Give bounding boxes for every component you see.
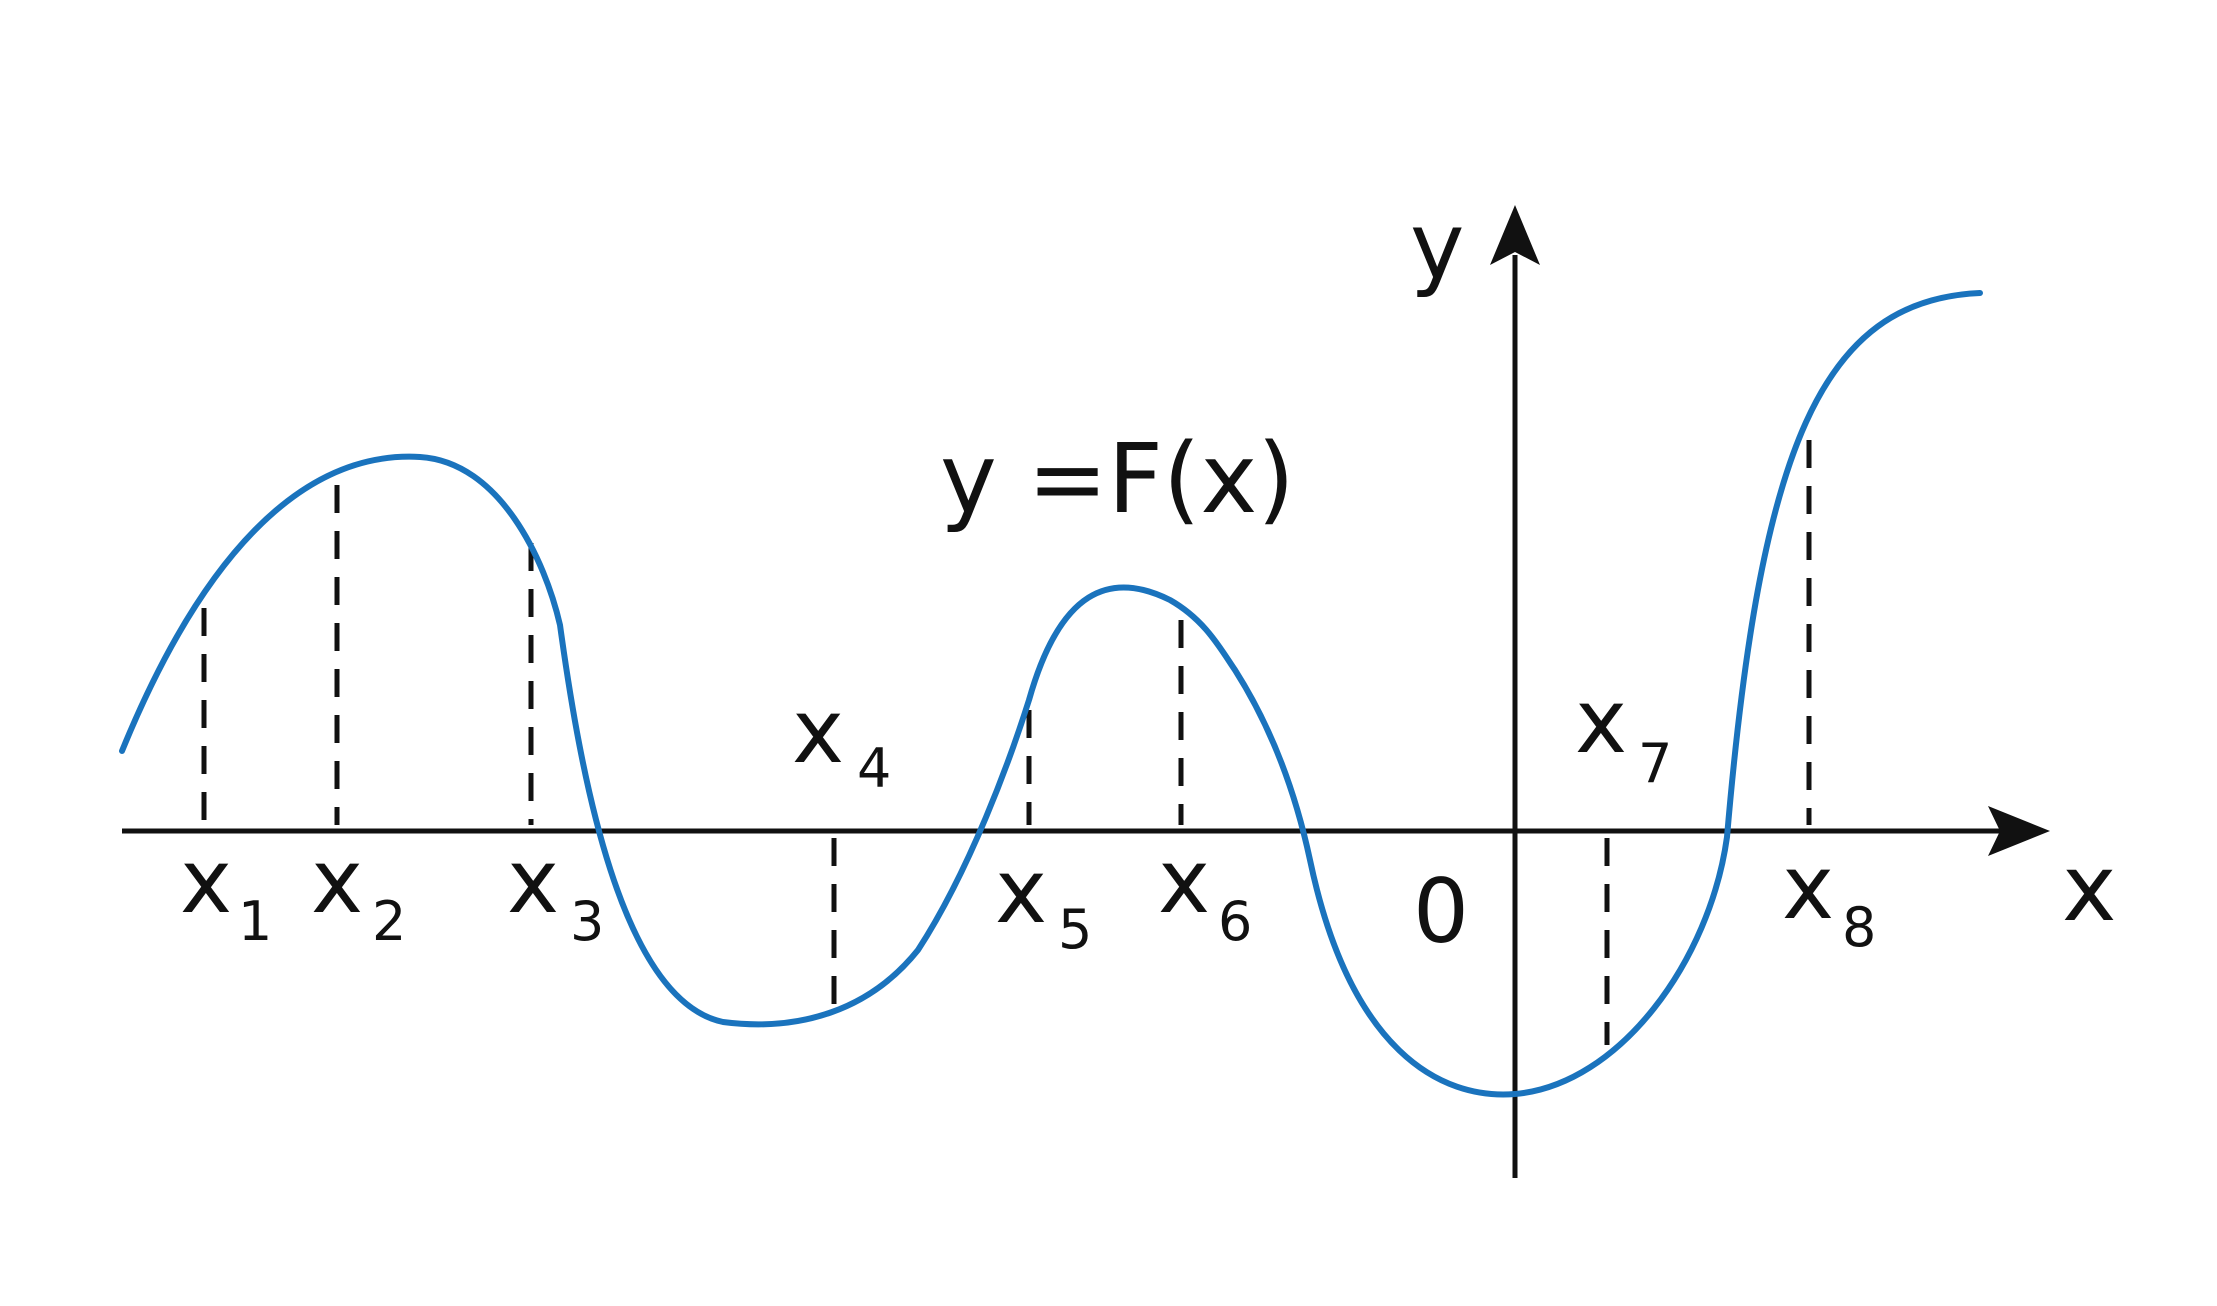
svg-text:1: 1 [238, 890, 272, 953]
svg-text:x: x [995, 840, 1047, 943]
svg-text:x: x [311, 830, 363, 933]
svg-text:x: x [1782, 836, 1834, 939]
svg-text:x: x [180, 830, 232, 933]
svg-text:8: 8 [1842, 896, 1876, 959]
function-curve [119, 290, 1983, 1098]
y-axis-arrowhead [1490, 205, 1540, 265]
svg-text:2: 2 [372, 890, 406, 953]
x-axis-arrowhead [1988, 806, 2050, 856]
svg-text:x: x [507, 830, 559, 933]
svg-text:5: 5 [1058, 898, 1092, 961]
point-label-x6: x 6 [1158, 830, 1252, 953]
point-label-x3: x 3 [507, 830, 604, 953]
point-label-x5: x 5 [995, 840, 1092, 961]
point-label-x2: x 2 [311, 830, 406, 953]
svg-text:6: 6 [1218, 890, 1252, 953]
svg-text:x: x [1575, 670, 1627, 773]
x-axis-label: x [2062, 835, 2116, 942]
function-label: y =F(x) [940, 423, 1295, 535]
point-label-x1: x 1 [180, 830, 272, 953]
origin-label: 0 [1413, 860, 1469, 963]
projection-lines [201, 440, 1812, 1045]
svg-text:x: x [1158, 830, 1210, 933]
svg-text:7: 7 [1638, 732, 1672, 795]
point-label-x8: x 8 [1782, 836, 1876, 959]
svg-text:4: 4 [857, 737, 891, 800]
point-label-x7: x 7 [1575, 670, 1672, 795]
y-axis-label: y [1410, 193, 1464, 300]
point-label-x4: x 4 [792, 680, 891, 800]
svg-text:3: 3 [570, 890, 604, 953]
svg-text:x: x [792, 680, 844, 783]
